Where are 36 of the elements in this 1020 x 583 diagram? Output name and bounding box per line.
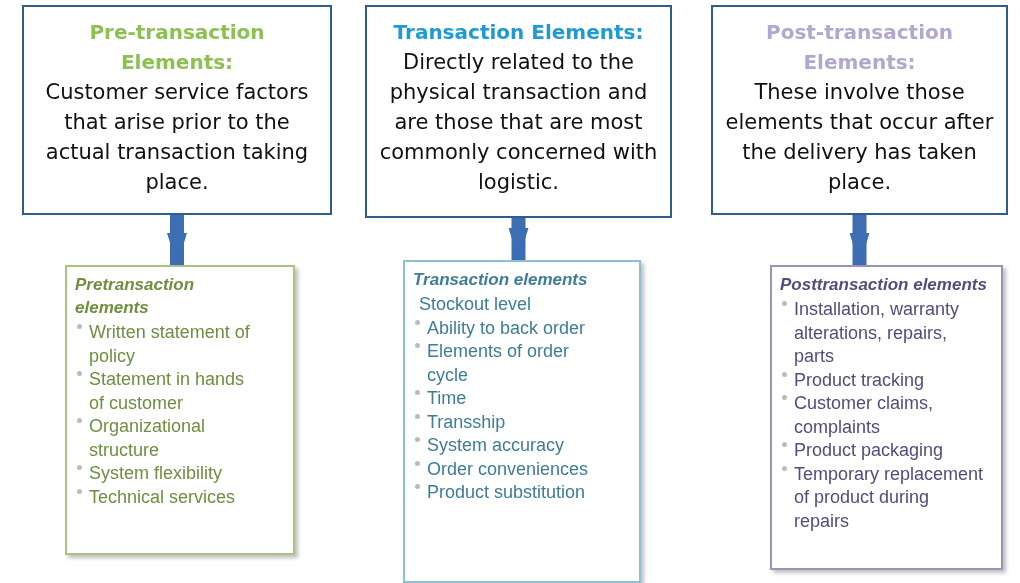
list-item: Ability to back order [427, 317, 586, 338]
list-item: Transship [427, 411, 506, 432]
list-item: Temporary replacement of product during repairs [794, 463, 984, 531]
box-heading: Pre-transaction Elements: [88, 19, 266, 76]
list-item: Order conveniences [427, 458, 589, 479]
block-arrow [167, 215, 187, 265]
list-item: Product packaging [794, 440, 944, 460]
block-arrow [508, 218, 529, 260]
list-box [65, 265, 295, 555]
list-item: Stockout level [419, 294, 532, 314]
box-description: Customer service factors that arise prior to the actual transaction taking place. [44, 79, 310, 196]
list-item: Statement in hands of customer [89, 369, 245, 413]
list-item: Organizational structure [89, 416, 206, 460]
list-item: System accuracy [427, 435, 565, 455]
list-item: Installation, warranty alterations, repairs, parts [794, 299, 960, 366]
list-heading: Pretransaction elements [75, 274, 196, 319]
list-box [770, 265, 1003, 570]
description-box [22, 5, 332, 215]
list-item: Written statement of policy [89, 322, 250, 366]
list-item: Elements of order cycle [427, 341, 570, 385]
description-box [365, 5, 672, 218]
description-box [711, 5, 1008, 215]
box-description: These involve those elements that occur after the delivery has taken place. [724, 79, 995, 196]
list-item: Product substitution [427, 482, 586, 502]
list-item: Technical services [89, 486, 236, 507]
list-item: Product tracking [794, 369, 925, 390]
list-heading: Posttransaction elements [780, 274, 987, 296]
list-item: Customer claims, complaints [794, 393, 934, 437]
list-item: System flexibility [89, 463, 223, 483]
box-description: Directly related to the physical transaction and are those that are most commonly concerned with logistic. [378, 49, 659, 196]
list-box [403, 260, 641, 583]
list-heading: Transaction elements [413, 269, 589, 291]
box-heading: Post-transaction Elements: [765, 19, 954, 76]
list-item: Time [427, 388, 467, 408]
block-arrow [849, 215, 870, 265]
box-heading: Transaction Elements: [393, 19, 644, 46]
